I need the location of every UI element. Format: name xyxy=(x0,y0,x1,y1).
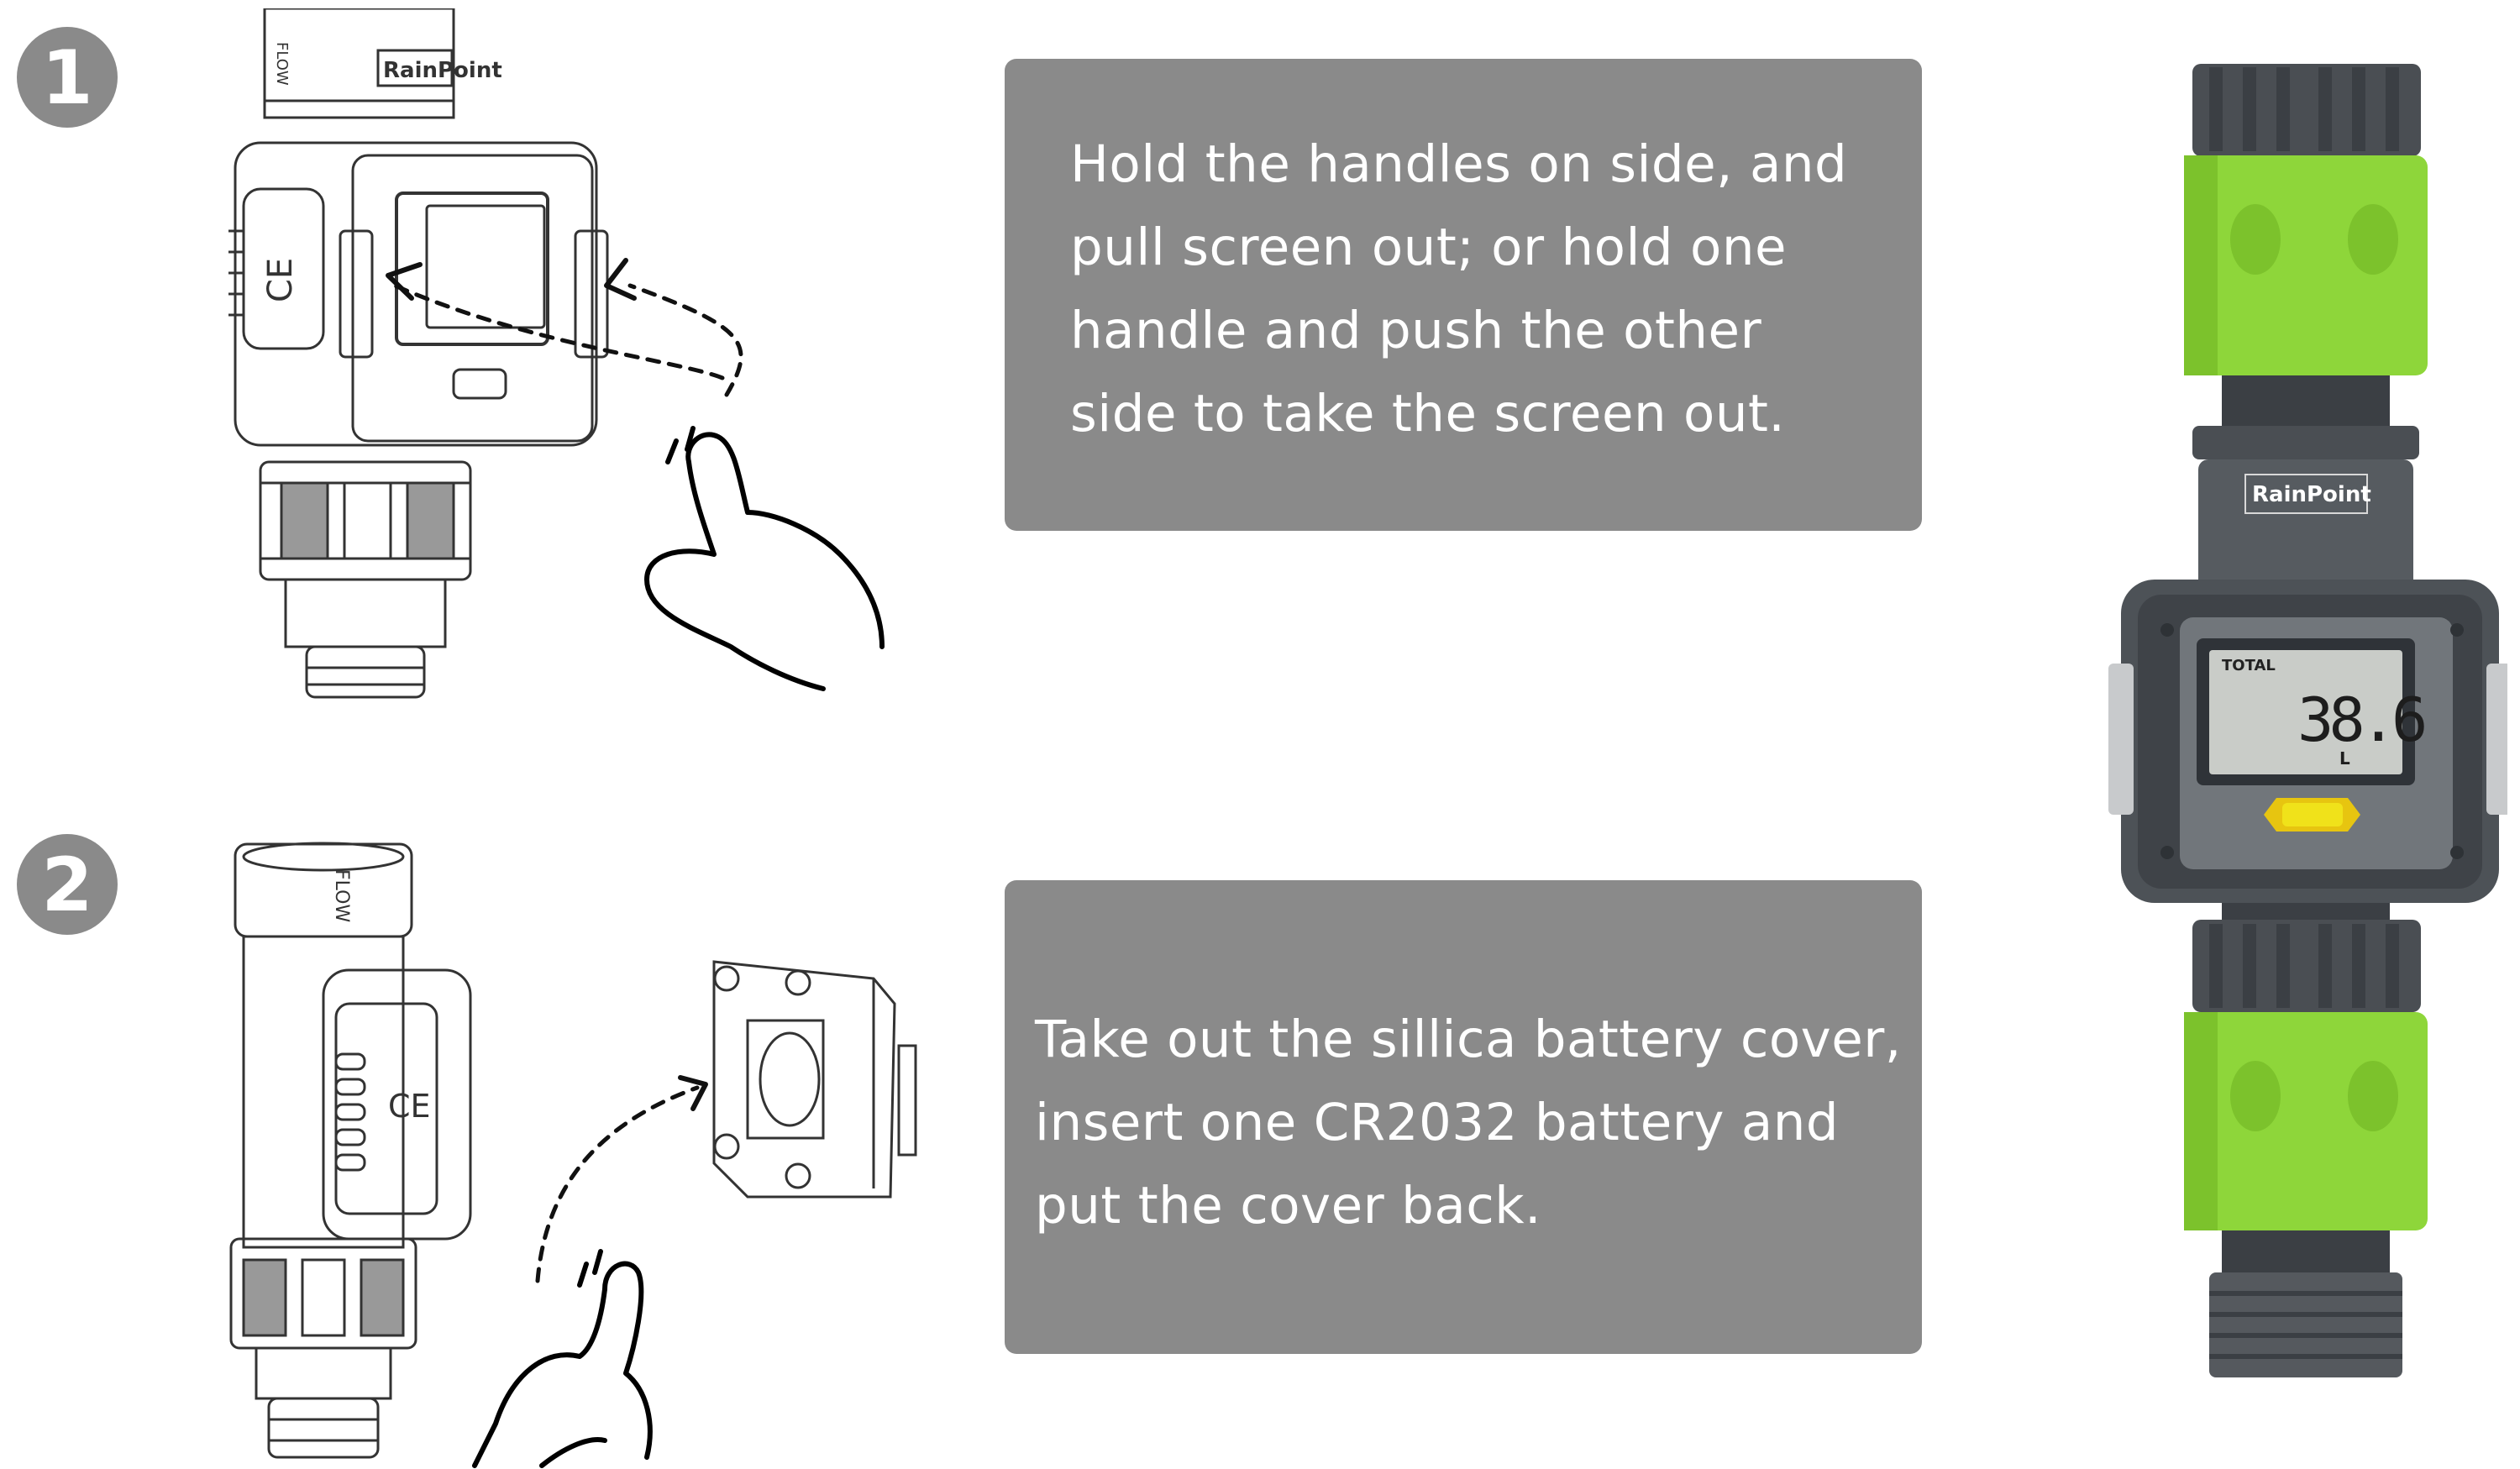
lcd-unit-label: L xyxy=(2339,748,2350,769)
lcd-total-value: 38.6 xyxy=(2297,685,2424,755)
instruction-box-step-2: Take out the sillica battery cover, inse… xyxy=(1005,880,1922,1354)
lcd-total-label: TOTAL xyxy=(2222,657,2276,674)
brand-housing xyxy=(2198,459,2413,594)
flow-label-step-2: FLOW xyxy=(331,869,352,922)
brand-label-product: RainPoint xyxy=(2252,482,2371,507)
step-1-badge: 1 xyxy=(17,27,118,128)
step-1-illustration: RainPoint FLOW CE xyxy=(228,8,885,699)
bottom-green-sleeve xyxy=(2184,1012,2428,1230)
mode-button xyxy=(2282,803,2343,826)
top-green-sleeve xyxy=(2184,155,2428,375)
brand-label-step-1: RainPoint xyxy=(383,58,502,83)
ce-mark-step-1: CE xyxy=(261,258,300,302)
instruction-text-step-1: Hold the handles on side, and pull scree… xyxy=(1070,134,1848,443)
ce-mark-step-2: CE xyxy=(388,1088,431,1125)
instruction-text-step-2: Take out the sillica battery cover, inse… xyxy=(1035,1010,1902,1236)
instruction-box-step-1: Hold the handles on side, and pull scree… xyxy=(1005,59,1922,531)
step-2-illustration: FLOW CE xyxy=(229,842,917,1468)
threaded-outlet xyxy=(2209,1272,2402,1377)
step-2-badge: 2 xyxy=(17,834,118,935)
flow-label-step-1: FLOW xyxy=(273,42,291,86)
lcd-screen xyxy=(2209,650,2402,774)
water-flow-meter-product: RainPoint TOTAL 38.6 L xyxy=(2108,64,2507,1377)
